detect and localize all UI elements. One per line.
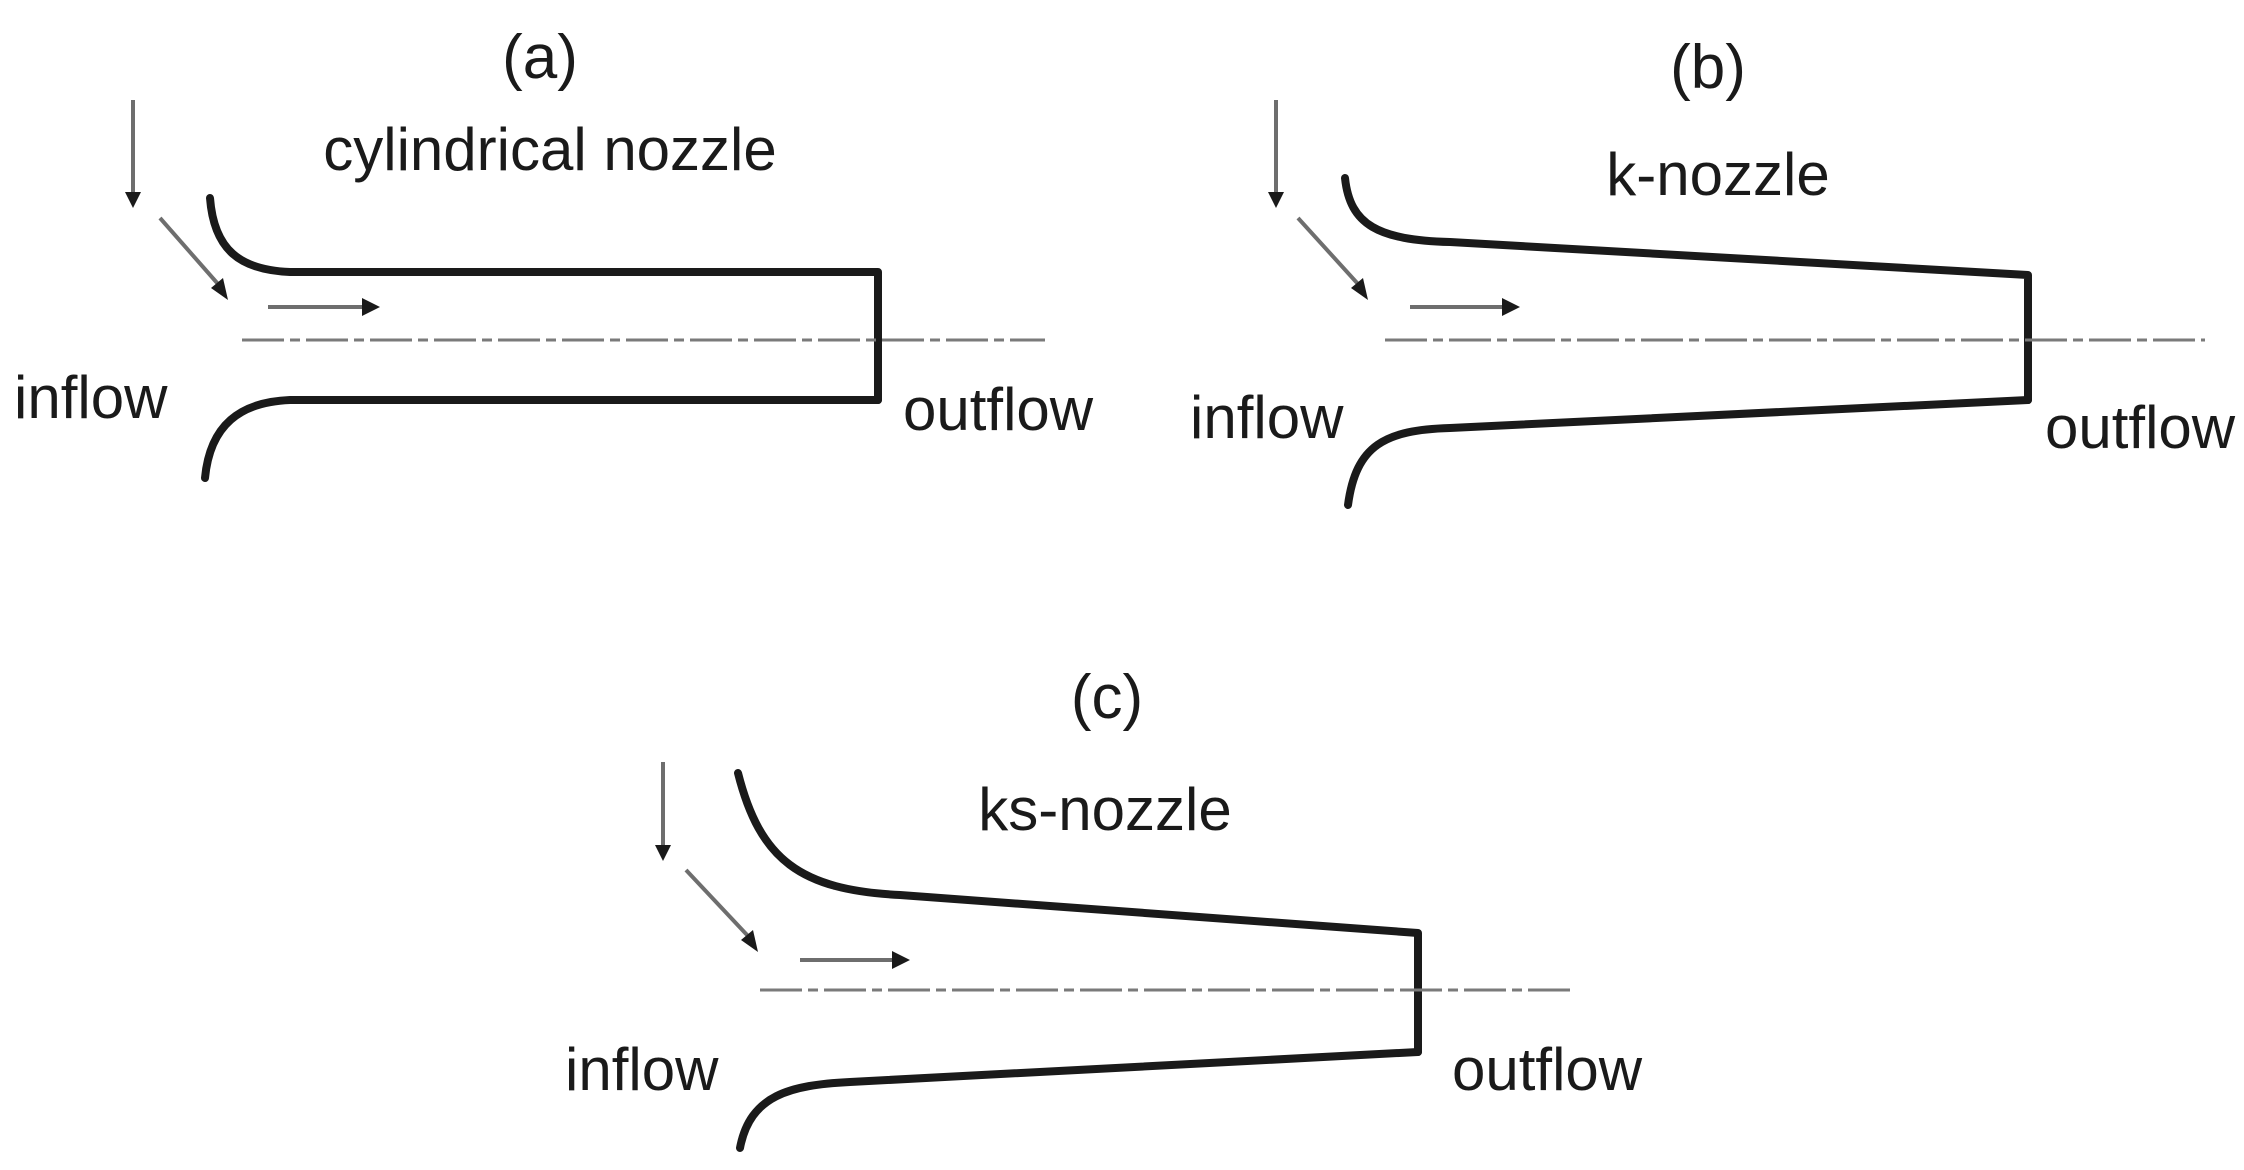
panel-a-outflow-label: outflow bbox=[903, 376, 1094, 443]
panel-c-lower-wall bbox=[736, 1048, 1422, 1152]
panel-a: (a) cylindrical nozzle inflow outflow bbox=[14, 23, 1094, 482]
panel-b-title: k-nozzle bbox=[1606, 141, 1829, 208]
panel-a-flow-arrow-head bbox=[362, 298, 380, 316]
panel-a-diagonal-arrow-shaft bbox=[158, 216, 220, 286]
panel-c-down-arrow-head bbox=[655, 845, 671, 861]
panel-a-upper-wall bbox=[206, 194, 882, 404]
panel-b-outflow-label: outflow bbox=[2045, 394, 2236, 461]
panel-b-down-arrow-head bbox=[1268, 192, 1284, 208]
panel-b-letter: (b) bbox=[1670, 33, 1746, 102]
panel-a-down-arrow-head bbox=[125, 192, 141, 208]
panel-c-diagonal-arrow-shaft bbox=[684, 868, 750, 938]
panel-b-lower-wall bbox=[1344, 396, 2032, 509]
panel-b-diagonal-arrow-shaft bbox=[1296, 216, 1360, 286]
panel-b-inflow-label: inflow bbox=[1190, 384, 1344, 451]
panel-b-flow-arrow-head bbox=[1502, 298, 1520, 316]
panel-b: (b) k-nozzle inflow outflow bbox=[1190, 33, 2236, 509]
panel-a-lower-wall bbox=[201, 396, 882, 482]
panel-c: (c) ks-nozzle inflow outflow bbox=[565, 663, 1643, 1152]
panel-b-diagonal-arrow-head bbox=[1351, 278, 1368, 300]
panel-c-letter: (c) bbox=[1071, 663, 1143, 732]
panel-c-title: ks-nozzle bbox=[978, 776, 1231, 843]
panel-b-upper-wall bbox=[1341, 174, 2032, 404]
panel-c-outflow-label: outflow bbox=[1452, 1036, 1643, 1103]
panel-c-flow-arrow-head bbox=[892, 951, 910, 969]
panel-c-diagonal-arrow-head bbox=[741, 930, 758, 952]
panel-a-title: cylindrical nozzle bbox=[323, 116, 777, 183]
panel-a-letter: (a) bbox=[502, 23, 578, 92]
panel-a-diagonal-arrow-head bbox=[211, 278, 228, 300]
panel-c-inflow-label: inflow bbox=[565, 1036, 719, 1103]
panel-c-upper-wall bbox=[734, 769, 1422, 1056]
panel-a-inflow-label: inflow bbox=[14, 364, 168, 431]
